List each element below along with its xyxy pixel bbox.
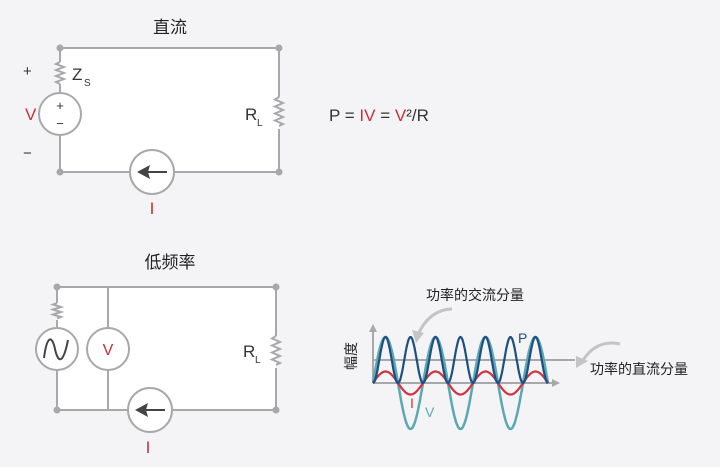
series-line-p [372,335,549,385]
zs-subscript: S [84,78,91,89]
chart-ylabel: 幅度 [344,342,360,370]
dc-circuit-area [60,48,279,172]
dc-current-label: I [150,199,155,218]
minus-terminal-label: − [23,145,32,162]
formula-v: V [395,106,407,125]
dc-title: 直流 [153,18,187,38]
ac-power-callout-arrowhead-icon [412,330,424,343]
power-formula: P = IV = V²/R [329,106,429,125]
ac-title: 低频率 [145,253,196,273]
ac-circuit: 低频率 V R L I [35,253,283,457]
dc-power-annotation: 功率的直流分量 [590,361,688,378]
dc-nodes [56,44,283,176]
formula-iv: IV [359,106,376,125]
ac-power-callout-arrow-icon [416,307,453,336]
formula-rest: ²/R [406,106,429,125]
ac-power-annotation: 功率的交流分量 [426,287,524,304]
dc-load-subscript: L [257,118,263,129]
dc-load-label: R [245,105,257,124]
ac-source-impedance-icon [49,302,65,320]
waveform-chart: 功率的交流分量 功率的直流分量 幅度 P I V [344,287,688,431]
zs-label: Z [72,65,82,84]
series-label-i: I [410,395,414,411]
dc-load-resistor-icon [272,96,286,127]
chart-series [371,335,550,431]
formula-p: P = [329,106,359,125]
voltmeter-label: V [103,342,114,359]
ac-source-icon [35,327,79,371]
series-line-i [372,370,549,396]
dc-voltage-label: V [25,105,37,124]
source-plus-sign: + [56,98,64,113]
dc-circuit: 直流 Z S + − + − V R L [23,18,429,218]
source-minus-sign: − [56,116,64,131]
ac-load-label: R [243,342,255,361]
dc-power-callout-arrowhead-icon [576,356,588,368]
sine-wave-icon [43,338,69,361]
ac-load-resistor-icon [269,335,283,366]
ac-nodes [53,283,280,414]
ac-current-label: I [146,438,151,457]
ac-wires [56,286,277,411]
x-axis-arrow-icon [552,379,560,387]
voltmeter-icon [86,327,130,371]
series-label-p: P [518,330,527,346]
plus-terminal-label: + [23,63,32,80]
ac-current-arrow-icon [135,403,165,417]
series-label-v: V [425,404,435,420]
formula-eq: = [375,106,394,125]
dc-current-arrow-icon [137,165,167,179]
dc-voltage-source-icon [38,92,82,136]
series-line-v [371,335,550,431]
source-impedance-icon [53,61,67,85]
ac-load-subscript: L [255,355,261,366]
dc-power-callout-arrow-icon [580,341,621,363]
y-axis-arrow-icon [369,324,377,332]
dc-wires [59,47,280,173]
